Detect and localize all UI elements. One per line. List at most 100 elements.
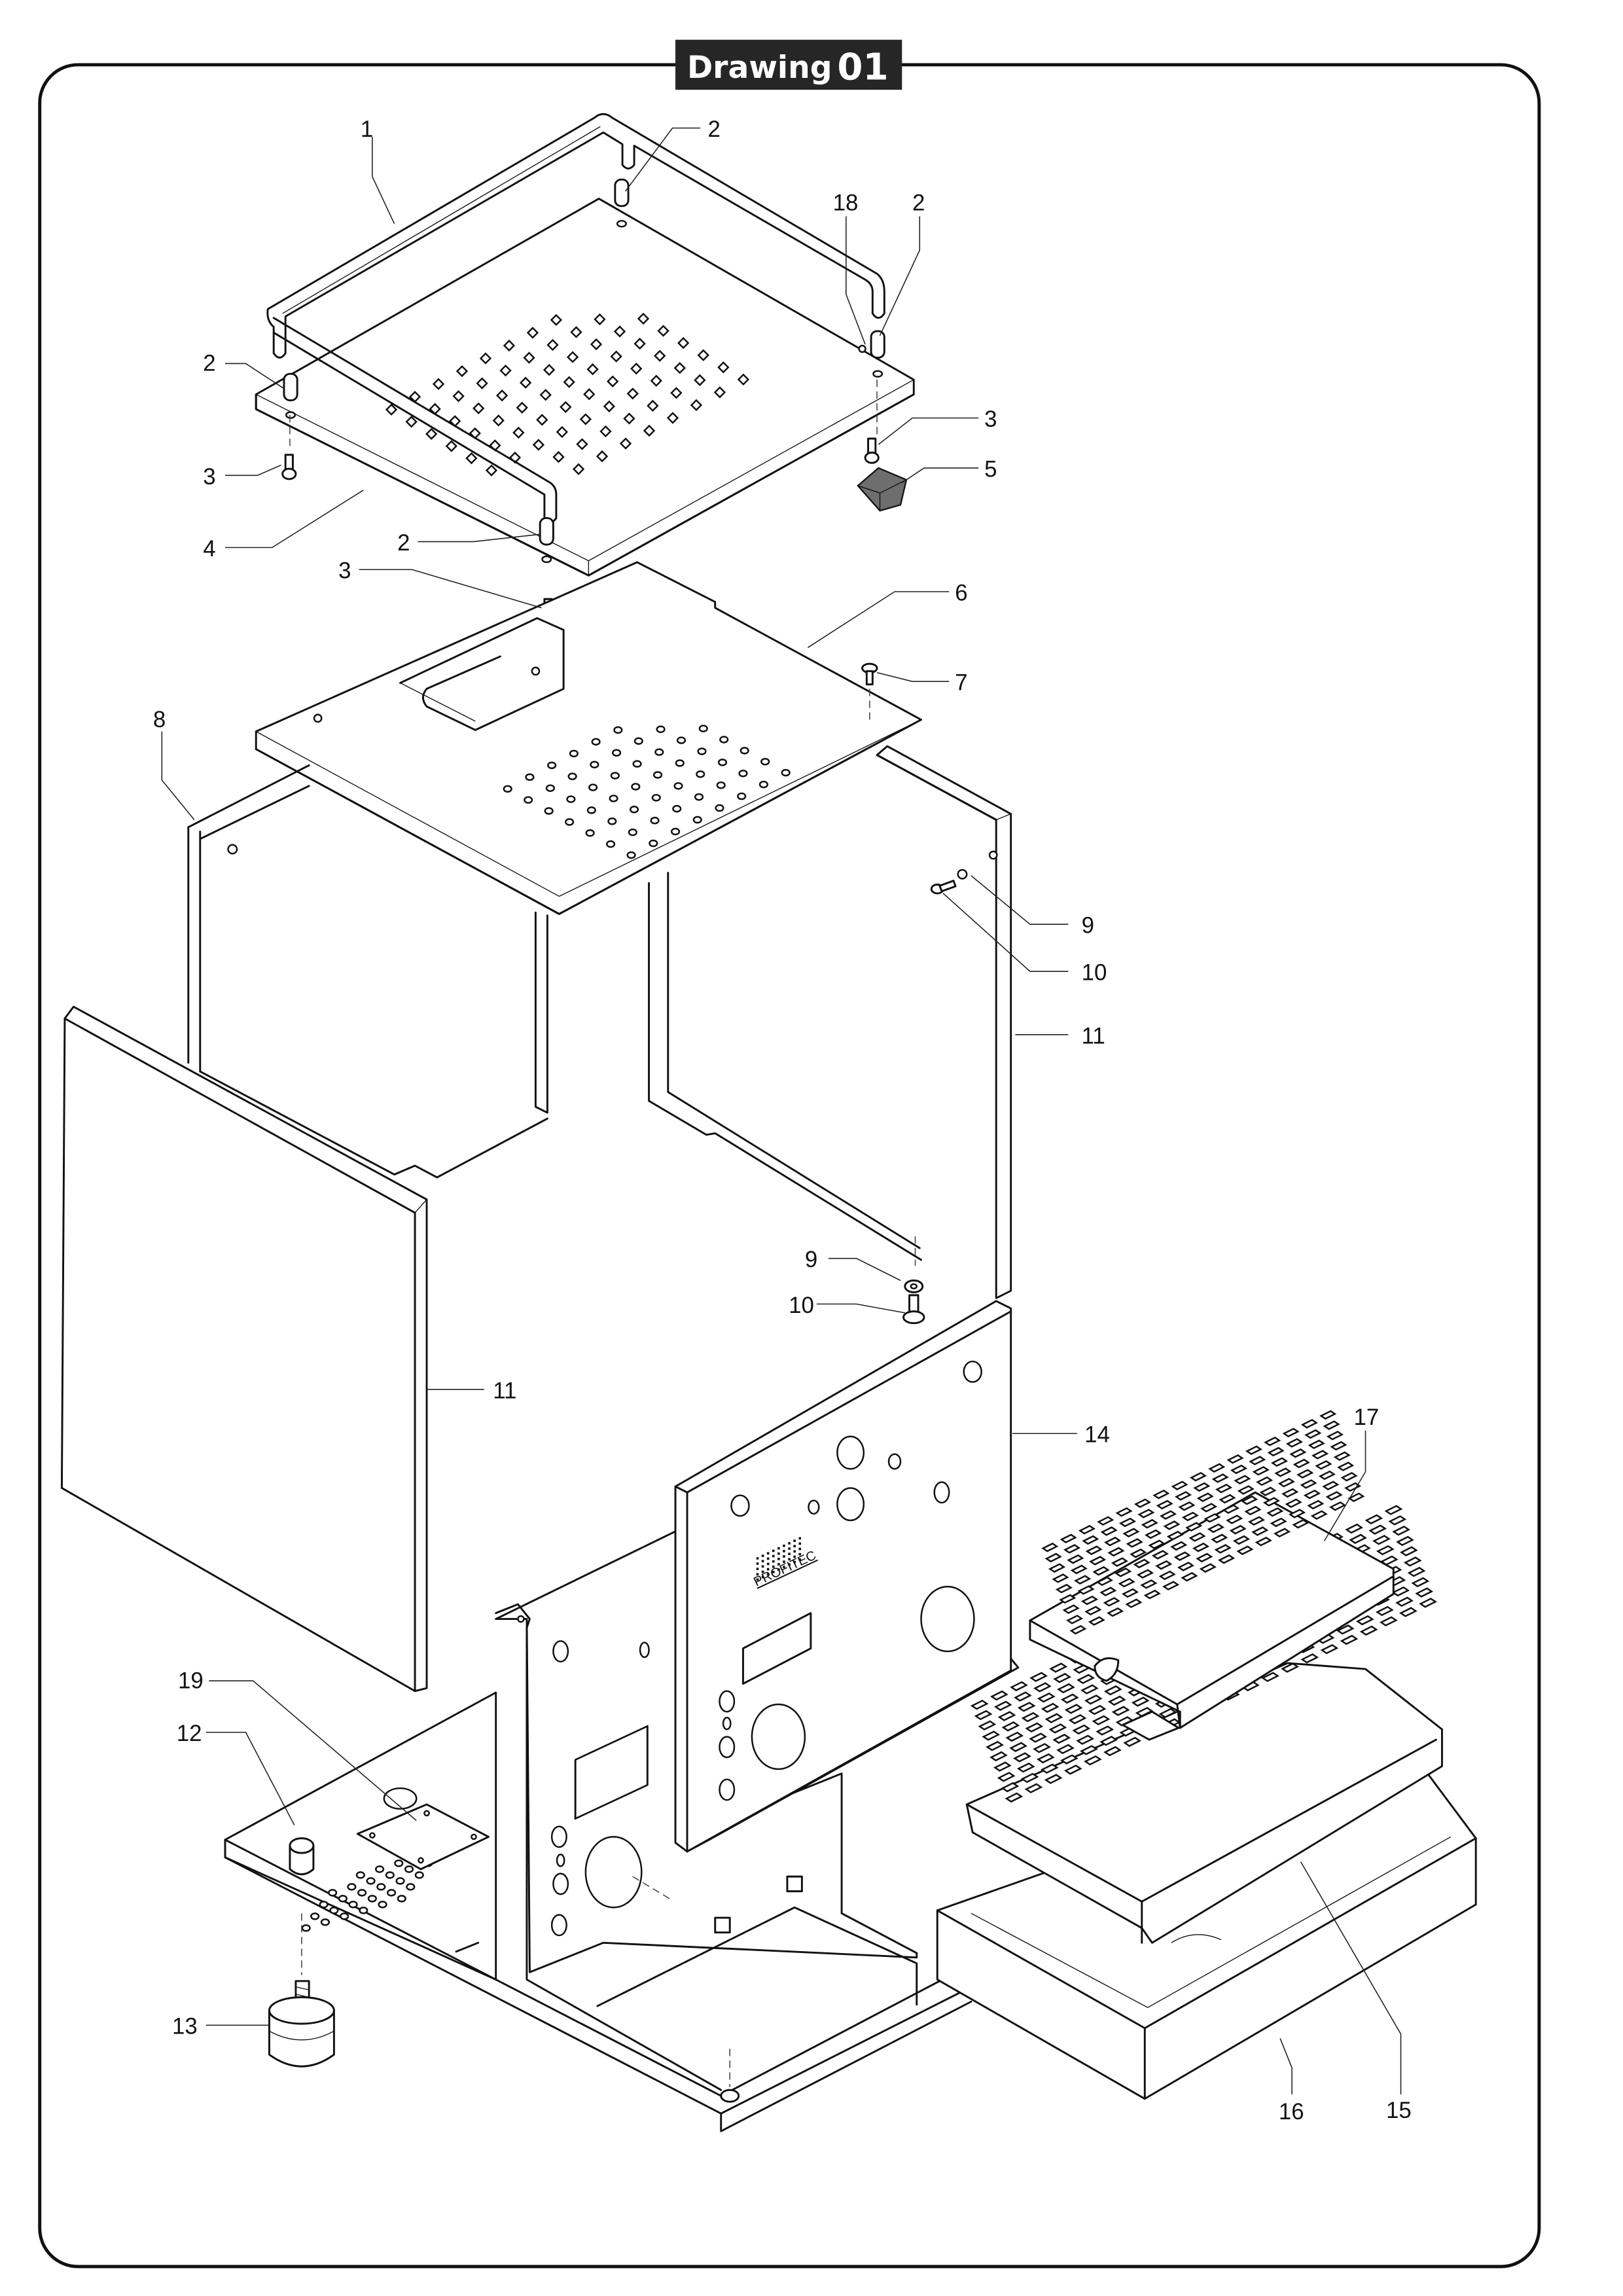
grid-square — [1237, 1485, 1255, 1495]
round-hole — [348, 1901, 358, 1909]
grille-dot — [766, 1568, 770, 1571]
grid-square — [1219, 1494, 1236, 1504]
title-background — [675, 39, 902, 90]
round-hole — [525, 773, 535, 781]
square-hole — [495, 389, 508, 402]
grid-square — [1162, 1581, 1180, 1590]
square-hole — [526, 327, 539, 339]
grid-square — [1193, 1482, 1211, 1492]
grid-square — [1345, 1523, 1364, 1534]
grid-square — [1368, 1524, 1387, 1535]
square-hole — [590, 338, 603, 351]
round-hole — [760, 757, 770, 766]
round-hole — [545, 784, 555, 792]
grille-dot — [783, 1560, 785, 1563]
round-hole — [697, 747, 707, 755]
grid-square — [1325, 1491, 1343, 1501]
grid-square — [1041, 1702, 1060, 1713]
square-hole — [619, 437, 632, 450]
grid-square — [1080, 1745, 1098, 1755]
square-hole — [613, 325, 626, 338]
grid-square — [1270, 1517, 1287, 1528]
square-hole — [697, 349, 709, 361]
callout-18: 18 — [833, 190, 859, 216]
grid-square — [1304, 1429, 1322, 1439]
grille-dot — [798, 1552, 802, 1556]
grid-square — [1005, 1792, 1024, 1803]
grid-square — [1274, 1467, 1292, 1477]
round-hole — [503, 785, 512, 793]
grid-square — [1059, 1594, 1077, 1604]
grid-square — [1349, 1534, 1367, 1544]
round-hole — [628, 828, 637, 836]
grid-square — [1285, 1438, 1304, 1448]
title-number: 01 — [837, 46, 888, 88]
square-hole — [654, 350, 666, 362]
square-hole — [485, 464, 498, 476]
grille-dot — [793, 1550, 796, 1553]
grid-square — [1107, 1695, 1126, 1706]
grid-square — [1163, 1520, 1181, 1530]
round-hole — [650, 816, 660, 825]
square-hole — [519, 376, 532, 389]
round-hole — [719, 736, 729, 744]
grid-square — [1170, 1541, 1188, 1551]
grid-square — [1096, 1725, 1115, 1736]
grille-dot — [761, 1560, 764, 1563]
grid-square — [1315, 1460, 1332, 1470]
grille-dot — [766, 1562, 770, 1566]
grid-square — [1211, 1534, 1228, 1543]
grid-square — [1082, 1535, 1099, 1545]
grid-square — [1245, 1445, 1262, 1456]
grid-square — [1068, 1714, 1087, 1725]
grid-square — [1200, 1503, 1218, 1513]
grid-square — [1340, 1471, 1358, 1482]
square-hole — [532, 439, 545, 451]
square-hole — [637, 312, 650, 325]
grille-dot — [756, 1568, 759, 1570]
square-hole — [713, 386, 726, 399]
grille-dot — [798, 1542, 802, 1545]
square-hole — [599, 425, 612, 438]
round-hole — [696, 770, 705, 778]
callout-17: 17 — [1354, 1405, 1380, 1430]
round-hole — [414, 1871, 424, 1879]
grille-dot — [772, 1549, 775, 1552]
square-hole — [512, 426, 525, 439]
grid-square — [1055, 1583, 1073, 1594]
callout-10: 10 — [789, 1293, 814, 1318]
callout-8: 8 — [153, 707, 166, 732]
grid-square — [1085, 1545, 1103, 1555]
grid-square — [1266, 1507, 1284, 1517]
drawing-title: Drawing 01 — [675, 39, 902, 90]
grid-square — [1264, 1437, 1281, 1446]
grid-square — [1407, 1566, 1426, 1577]
grid-square — [1062, 1604, 1080, 1614]
grid-square — [1174, 1491, 1192, 1501]
grid-square — [1029, 1732, 1048, 1743]
round-hole — [567, 772, 577, 780]
round-hole — [610, 772, 620, 780]
grid-square — [1318, 1470, 1336, 1480]
square-hole — [596, 450, 609, 463]
grid-square — [1344, 1482, 1362, 1492]
grid-square — [1330, 1441, 1347, 1451]
grid-square — [1084, 1605, 1102, 1616]
square-hole — [405, 416, 418, 428]
callout-5: 5 — [984, 457, 997, 482]
grid-square — [1196, 1552, 1213, 1563]
grid-square — [1232, 1535, 1251, 1545]
grid-square — [1255, 1536, 1272, 1547]
grid-square — [1392, 1525, 1410, 1536]
round-hole — [328, 1889, 338, 1897]
grid-square — [1311, 1450, 1329, 1460]
square-hole — [499, 364, 512, 377]
square-hole — [626, 387, 639, 400]
grid-square — [1415, 1587, 1434, 1598]
round-hole — [310, 1912, 320, 1920]
callout-15: 15 — [1386, 2098, 1412, 2123]
speaker-grille — [756, 1537, 802, 1581]
grid-square — [1307, 1499, 1325, 1510]
round-hole — [715, 804, 724, 812]
